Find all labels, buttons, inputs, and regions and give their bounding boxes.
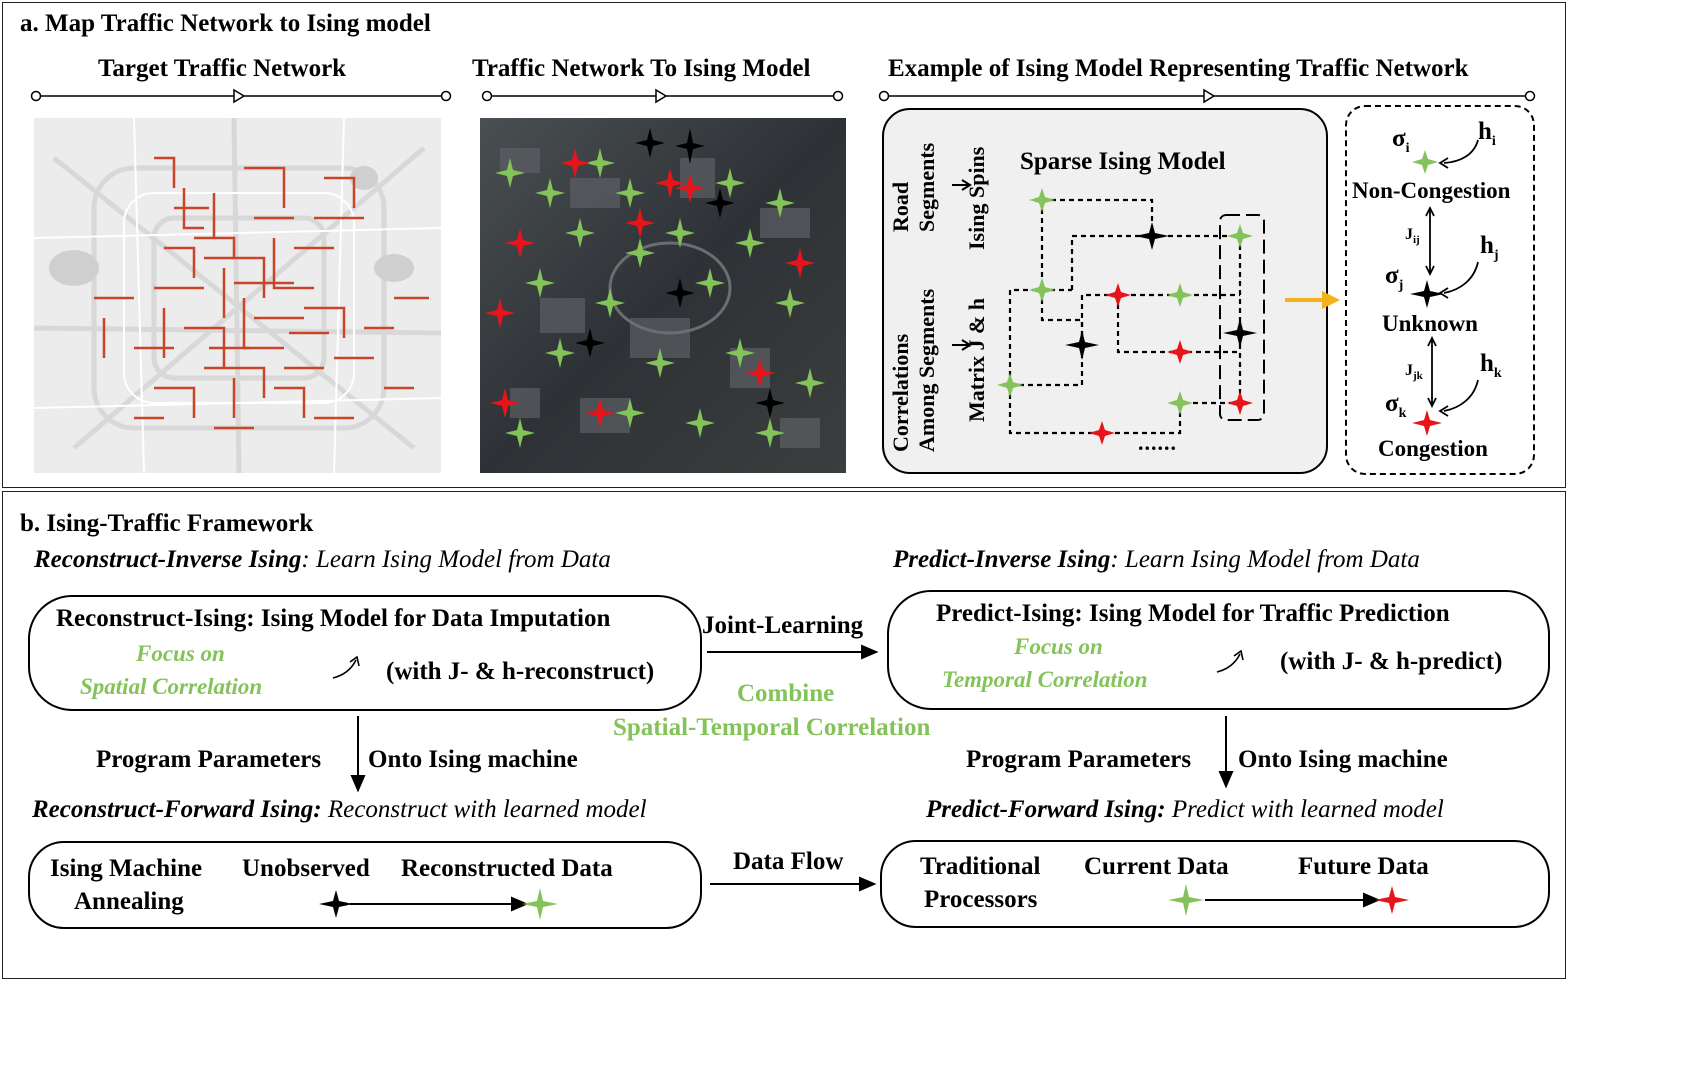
traditional-processors-box bbox=[880, 840, 1550, 928]
processors-label: Processors bbox=[924, 886, 1038, 913]
annealing-label: Annealing bbox=[74, 888, 184, 915]
panel-a-title: a. Map Traffic Network to Ising model bbox=[20, 10, 431, 37]
reconstruct-inverse-heading: Reconstruct-Inverse Ising: Learn Ising M… bbox=[34, 546, 611, 573]
non-congestion-label: Non-Congestion bbox=[1352, 178, 1511, 203]
col3-title: Example of Ising Model Representing Traf… bbox=[888, 55, 1469, 82]
joint-learning-label: Joint-Learning bbox=[702, 612, 864, 639]
j-jk: Jjk bbox=[1405, 362, 1423, 383]
combine-label: Combine bbox=[737, 680, 835, 707]
satellite-spin-image bbox=[480, 118, 846, 473]
reconstruct-ising-box bbox=[28, 595, 702, 711]
ellipsis: ...... bbox=[1138, 430, 1177, 455]
reconstruct-box-title: Reconstruct-Ising: Ising Model for Data … bbox=[56, 605, 611, 632]
ising-machine-label: Ising Machine bbox=[50, 855, 203, 882]
reconstructed-data-label: Reconstructed Data bbox=[401, 855, 613, 882]
program-params-right: Program Parameters bbox=[966, 746, 1192, 773]
future-data-label: Future Data bbox=[1298, 853, 1429, 880]
unobserved-label: Unobserved bbox=[242, 855, 370, 882]
spatial-temporal-label: Spatial-Temporal Correlation bbox=[613, 714, 931, 741]
current-data-label: Current Data bbox=[1084, 853, 1229, 880]
col1-title: Target Traffic Network bbox=[98, 55, 347, 82]
j-ij: Jij bbox=[1405, 226, 1420, 247]
congestion-label: Congestion bbox=[1378, 436, 1488, 461]
onto-ising-right: Onto Ising machine bbox=[1238, 746, 1448, 773]
data-flow-label: Data Flow bbox=[733, 848, 844, 875]
program-params-left: Program Parameters bbox=[96, 746, 322, 773]
h-i: hi bbox=[1478, 118, 1496, 149]
traffic-map-image bbox=[33, 117, 442, 474]
temporal-correlation-label: Temporal Correlation bbox=[942, 667, 1148, 692]
timeline-lines bbox=[30, 88, 1536, 104]
unknown-label: Unknown bbox=[1382, 311, 1478, 336]
sparse-ising-title: Sparse Ising Model bbox=[1020, 148, 1226, 175]
ising-machine-box bbox=[28, 841, 702, 929]
sigma-i: σi bbox=[1392, 125, 1410, 156]
h-j: hj bbox=[1480, 232, 1499, 263]
reconstruct-forward-heading: Reconstruct-Forward Ising: Reconstruct w… bbox=[32, 796, 647, 823]
focus-on-label-2: Focus on bbox=[1014, 634, 1103, 659]
col2-title: Traffic Network To Ising Model bbox=[472, 55, 811, 82]
spatial-correlation-label: Spatial Correlation bbox=[80, 674, 263, 699]
onto-ising-left: Onto Ising machine bbox=[368, 746, 578, 773]
predict-forward-heading: Predict-Forward Ising: Predict with lear… bbox=[926, 796, 1444, 823]
h-k: hk bbox=[1480, 350, 1502, 381]
panel-b-title: b. Ising-Traffic Framework bbox=[20, 510, 314, 537]
traditional-label: Traditional bbox=[920, 853, 1041, 880]
sigma-j: σj bbox=[1385, 262, 1404, 293]
sparse-ising-box bbox=[882, 108, 1328, 474]
predict-inverse-heading: Predict-Inverse Ising: Learn Ising Model… bbox=[893, 546, 1420, 573]
sigma-k: σk bbox=[1385, 390, 1407, 421]
focus-on-label: Focus on bbox=[136, 641, 225, 666]
predict-ising-box bbox=[887, 590, 1550, 710]
with-predict-label: (with J- & h-predict) bbox=[1280, 648, 1503, 675]
predict-box-title: Predict-Ising: Ising Model for Traffic P… bbox=[936, 600, 1450, 627]
with-reconstruct-label: (with J- & h-reconstruct) bbox=[386, 658, 655, 685]
spin-legend-box bbox=[1345, 105, 1535, 475]
